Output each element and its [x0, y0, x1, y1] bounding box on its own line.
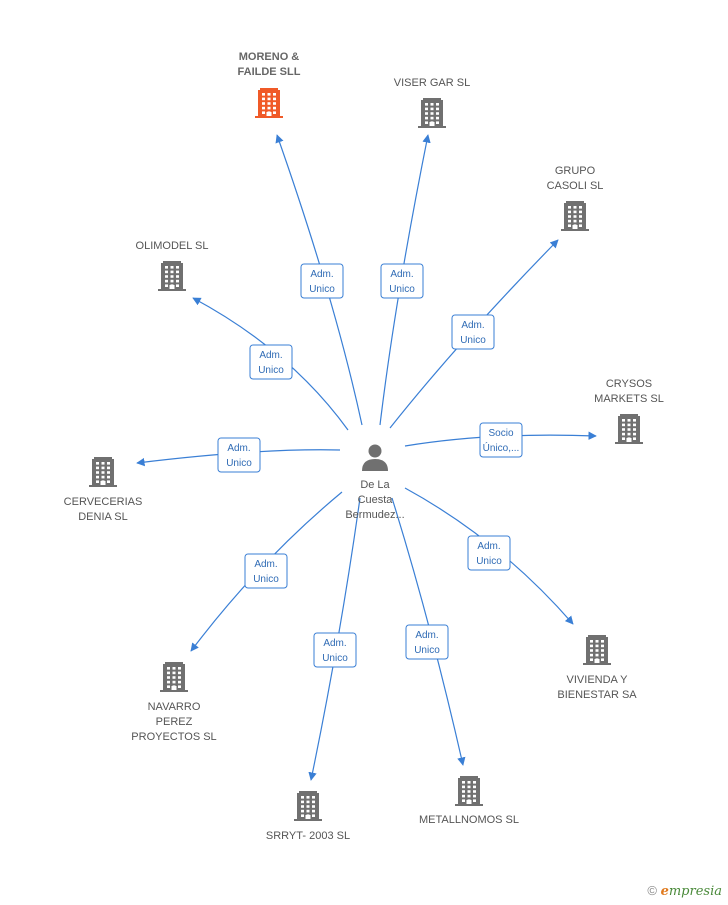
relation-label-box[interactable] — [479, 422, 523, 458]
relation-viser[interactable]: Adm. Unico — [379, 134, 431, 426]
company-node-srryt[interactable]: SRRYT- 2003 SL — [266, 791, 350, 842]
relation-label: Unico — [253, 574, 279, 585]
relation-cervecerias[interactable]: Adm. Unico — [136, 437, 341, 473]
building-icon[interactable] — [294, 791, 322, 821]
relation-label: Unico — [309, 284, 335, 295]
building-icon[interactable] — [561, 201, 589, 231]
company-name[interactable]: PROYECTOS SL — [131, 731, 216, 743]
building-icon[interactable] — [455, 776, 483, 806]
relation-label: Unico — [460, 335, 486, 346]
relation-label-box[interactable] — [249, 344, 293, 380]
company-name[interactable]: MORENO & — [239, 51, 300, 63]
company-name[interactable]: OLIMODEL SL — [136, 240, 209, 252]
relation-label: Adm. — [310, 269, 333, 280]
building-icon[interactable] — [160, 662, 188, 692]
company-name[interactable]: VISER GAR SL — [394, 77, 470, 89]
relation-casoli[interactable]: Adm. Unico — [389, 239, 559, 429]
company-node-olimodel[interactable]: OLIMODEL SL — [136, 240, 209, 291]
company-node-metallnomos[interactable]: METALLNOMOS SL — [419, 776, 519, 826]
company-name[interactable]: BIENESTAR SA — [557, 689, 637, 701]
company-name[interactable]: CERVECERIAS — [64, 496, 143, 508]
building-icon[interactable] — [615, 414, 643, 444]
relation-crysos[interactable]: SocioÚnico,... — [404, 422, 597, 458]
relation-label-box[interactable] — [313, 632, 357, 668]
company-name[interactable]: GRUPO — [555, 165, 596, 177]
footer-brand: © empresia — [647, 883, 722, 899]
relation-label-box[interactable] — [467, 535, 511, 571]
company-name[interactable]: METALLNOMOS SL — [419, 814, 519, 826]
relation-label-box[interactable] — [244, 553, 288, 589]
company-name[interactable]: VIVIENDA Y — [567, 674, 629, 686]
companies-layer: MORENO & FAILDE SLL VISER GAR SL GRUPO CASOL… — [64, 51, 664, 842]
relation-label: Adm. — [254, 559, 277, 570]
company-node-casoli[interactable]: GRUPO CASOLI SL — [547, 165, 604, 231]
relation-label: Socio — [488, 428, 513, 439]
company-name[interactable]: CRYSOS — [606, 378, 652, 390]
person-node[interactable]: De La CuestaBermudez... — [345, 444, 405, 522]
relation-navarro[interactable]: Adm. Unico — [190, 491, 343, 652]
relation-label: Adm. — [477, 541, 500, 552]
person-name[interactable]: De La — [360, 479, 390, 491]
brand-logo[interactable]: empresia — [660, 884, 722, 899]
company-node-vivienda[interactable]: VIVIENDA Y BIENESTAR SA — [557, 635, 637, 701]
relation-label: Adm. — [461, 320, 484, 331]
relation-label: Unico — [414, 645, 440, 656]
building-icon[interactable] — [89, 457, 117, 487]
building-icon[interactable] — [158, 261, 186, 291]
relation-label-box[interactable] — [451, 314, 495, 350]
relation-label: Adm. — [415, 630, 438, 641]
relation-label: Unico — [322, 653, 348, 664]
relation-label: Unico — [258, 365, 284, 376]
company-name[interactable]: SRRYT- 2003 SL — [266, 830, 350, 842]
building-icon[interactable] — [583, 635, 611, 665]
company-name[interactable]: DENIA SL — [78, 511, 128, 523]
relation-label-box[interactable] — [405, 624, 449, 660]
company-node-navarro[interactable]: NAVARRO PEREZ PROYECTOS SL — [131, 662, 217, 743]
relation-label-box[interactable] — [217, 437, 261, 473]
building-icon[interactable] — [418, 98, 446, 128]
company-node-moreno[interactable]: MORENO & FAILDE SLL — [238, 51, 301, 118]
relation-label: Adm. — [259, 350, 282, 361]
relations-layer: Adm.UnicoAdm.UnicoAdm.UnicoAdm.UnicoSoci… — [136, 134, 597, 781]
company-name[interactable]: CASOLI SL — [547, 180, 604, 192]
company-node-cervecerias[interactable]: CERVECERIAS DENIA SL — [64, 457, 143, 523]
company-name[interactable]: FAILDE SLL — [238, 66, 301, 78]
company-node-viser[interactable]: VISER GAR SL — [394, 77, 470, 128]
company-node-crysos[interactable]: CRYSOS MARKETS SL — [594, 378, 664, 444]
relation-label: Único,... — [483, 441, 520, 454]
relation-srryt[interactable]: Adm. Unico — [308, 497, 361, 781]
person-name[interactable]: Bermudez... — [345, 509, 404, 521]
relation-label-box[interactable] — [300, 263, 344, 299]
relation-label: Adm. — [227, 443, 250, 454]
relation-moreno[interactable]: Adm. Unico — [275, 134, 363, 426]
relation-metallnomos[interactable]: Adm. Unico — [391, 497, 466, 766]
relation-label: Adm. — [390, 269, 413, 280]
relation-label: Unico — [389, 284, 415, 295]
relation-label: Unico — [476, 556, 502, 567]
relation-label-box[interactable] — [380, 263, 424, 299]
company-name[interactable]: NAVARRO — [148, 701, 201, 713]
relation-label: Adm. — [323, 638, 346, 649]
relation-vivienda[interactable]: Adm. Unico — [404, 487, 574, 625]
relation-label: Unico — [226, 458, 252, 469]
building-icon[interactable] — [255, 88, 283, 118]
company-name[interactable]: PEREZ — [156, 716, 193, 728]
relation-olimodel[interactable]: Adm. Unico — [192, 297, 349, 431]
person-icon[interactable] — [362, 444, 388, 472]
copyright-icon: © — [647, 883, 657, 898]
person-name[interactable]: Cuesta — [358, 494, 394, 506]
company-name[interactable]: MARKETS SL — [594, 393, 664, 405]
